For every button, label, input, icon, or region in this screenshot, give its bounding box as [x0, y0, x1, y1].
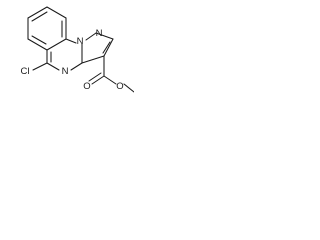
chemical-structure-diagram: N N N Cl O O — [21, 6, 134, 93]
atom-chlorine: Cl — [21, 66, 30, 77]
benzene-ring — [27, 6, 67, 51]
chloro-bond — [32, 62, 48, 71]
pyrimidine-ring — [46, 38, 83, 71]
atom-carbonyl-oxygen: O — [83, 81, 90, 92]
pyrazole-ring — [81, 32, 114, 64]
atom-n-pyrazole: N — [96, 28, 103, 39]
atom-ester-oxygen: O — [116, 81, 123, 92]
atom-n-top: N — [77, 36, 84, 47]
atom-n-middle: N — [62, 66, 69, 77]
ethyl-ester-group — [88, 55, 134, 93]
